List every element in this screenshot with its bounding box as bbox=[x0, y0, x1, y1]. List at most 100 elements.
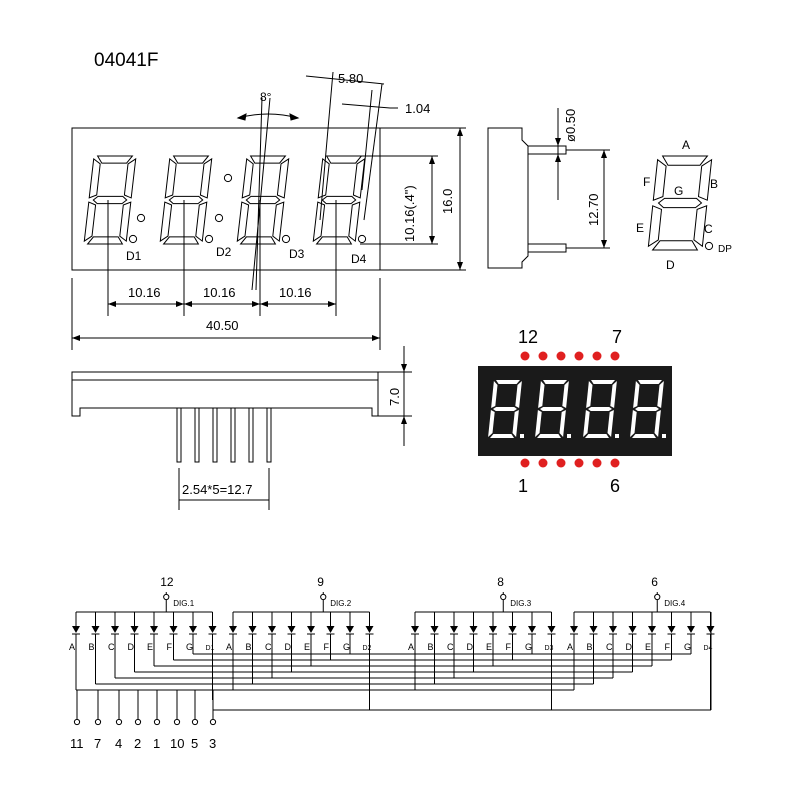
photo-bottom-pin-3 bbox=[556, 458, 566, 468]
segment-map-digit-seg-d bbox=[651, 240, 699, 251]
schematic-led-2-C bbox=[268, 626, 276, 633]
schematic-seg-label-4-A: A bbox=[567, 642, 573, 652]
schematic-seg-label-2-B: B bbox=[246, 642, 252, 652]
dp-ext bbox=[361, 89, 373, 191]
schematic-led-3-D bbox=[469, 626, 478, 633]
photo-digit-4-seg-c bbox=[654, 410, 661, 437]
schematic-pin-label-1: 1 bbox=[153, 736, 160, 751]
photo-digit-4-seg-d bbox=[632, 434, 656, 438]
photo-digit-3-seg-d bbox=[585, 434, 609, 438]
schematic-led-1-E bbox=[150, 626, 158, 633]
dim-slant-width: 5.80 bbox=[338, 71, 363, 86]
photo-top-pin-4 bbox=[574, 351, 584, 361]
schematic-seg-label-3-C: C bbox=[447, 642, 454, 652]
schematic-led-4-E bbox=[648, 626, 656, 633]
schematic-seg-label-1-D1: D1 bbox=[206, 645, 215, 652]
photo-bottom-pin-4 bbox=[574, 458, 584, 468]
photo-digit-4-seg-b bbox=[657, 381, 664, 408]
photo-pin-top-right: 7 bbox=[612, 327, 622, 347]
photo-digit-4-seg-e bbox=[630, 410, 637, 437]
front-digits bbox=[83, 155, 367, 245]
schematic-pin-2 bbox=[134, 718, 142, 726]
schematic-led-3-B bbox=[430, 626, 439, 633]
seg-label-dp: DP bbox=[718, 244, 732, 255]
front-view-arrows bbox=[72, 128, 463, 341]
slant-right-ext bbox=[363, 83, 383, 221]
photo-digit-3-seg-f bbox=[586, 381, 593, 408]
angle-arrow-right bbox=[289, 113, 300, 121]
schematic-seg-label-2-G: G bbox=[343, 642, 350, 652]
front-digit-1-seg-b bbox=[123, 157, 137, 199]
schematic-seg-label-4-D4: D4 bbox=[704, 645, 713, 652]
schematic-common-pin-label-1: 12 bbox=[160, 575, 174, 589]
schematic-led-4-B bbox=[589, 626, 598, 633]
seg-label-a: A bbox=[682, 138, 690, 152]
schematic-led-1-B bbox=[91, 626, 100, 633]
photo-digit-2-seg-d bbox=[537, 434, 561, 438]
bottom-view bbox=[71, 346, 412, 510]
schematic-seg-label-2-D2: D2 bbox=[363, 645, 372, 652]
schematic-seg-label-2-D: D bbox=[285, 642, 292, 652]
photo-digit-4 bbox=[630, 380, 666, 438]
front-colon-upper bbox=[223, 173, 233, 183]
photo-pin-bottom-left: 1 bbox=[518, 476, 528, 496]
photo-top-pin-1 bbox=[520, 351, 530, 361]
schematic-seg-label-3-D: D bbox=[467, 642, 474, 652]
slant-left-ext bbox=[319, 71, 334, 221]
side-view bbox=[487, 108, 610, 269]
photo-digit-4-seg-f bbox=[633, 381, 640, 408]
schematic-pin-label-7: 7 bbox=[94, 736, 101, 751]
schematic-seg-label-4-C: C bbox=[606, 642, 613, 652]
photo-digit-2-seg-g bbox=[540, 407, 564, 411]
bottom-pins bbox=[176, 407, 272, 463]
schematic-seg-label-1-G: G bbox=[186, 642, 193, 652]
front-digit-3-dp bbox=[281, 234, 291, 244]
schematic-led-4-A bbox=[570, 626, 578, 633]
schematic-led-3-F bbox=[508, 626, 517, 633]
schematic-pin-7 bbox=[94, 718, 102, 726]
front-digit-2-seg-e bbox=[159, 201, 173, 243]
segment-map-digit-seg-g bbox=[657, 197, 703, 209]
schematic-common-pin-label-2: 9 bbox=[317, 575, 324, 589]
front-digit-1-seg-d bbox=[86, 236, 124, 245]
photo-digit-1-seg-b bbox=[515, 381, 522, 408]
schematic-led-2-D2 bbox=[365, 626, 374, 633]
segment-map-digit-seg-b bbox=[697, 158, 713, 201]
front-digit-1-dp bbox=[128, 234, 138, 244]
side-view-arrows bbox=[555, 138, 607, 248]
front-digit-2 bbox=[159, 155, 214, 245]
front-digit-1-seg-a bbox=[96, 155, 134, 164]
schematic-seg-label-1-D: D bbox=[128, 642, 135, 652]
front-digit-2-dp bbox=[204, 234, 214, 244]
front-digit-4 bbox=[312, 155, 367, 245]
photo-digit-4-dp bbox=[662, 434, 666, 438]
schematic-seg-label-4-G: G bbox=[684, 642, 691, 652]
schematic-seg-label-1-E: E bbox=[147, 642, 153, 652]
schematic-led-4-D bbox=[628, 626, 637, 633]
front-digit-1-seg-e bbox=[83, 201, 97, 243]
dim-slant-line bbox=[305, 75, 385, 85]
photo-digit-3-seg-b bbox=[610, 381, 617, 408]
photo-digit-1-seg-g bbox=[493, 407, 517, 411]
schematic-led-4-F bbox=[667, 626, 676, 633]
front-digit-3 bbox=[236, 155, 291, 245]
photo-digit-2 bbox=[535, 380, 571, 438]
front-digit-2-seg-g bbox=[168, 195, 204, 205]
photo-digit-2-dp bbox=[567, 434, 571, 438]
front-digit-3-seg-e bbox=[236, 201, 250, 243]
segment-map-digit-seg-f bbox=[652, 158, 667, 201]
photo-digit-1-seg-c bbox=[512, 410, 519, 437]
front-digit-1-seg-g bbox=[92, 195, 128, 205]
photo-digit-1-seg-d bbox=[490, 434, 514, 438]
schematic-led-1-F bbox=[169, 626, 178, 633]
photo-bottom-pin-1 bbox=[520, 458, 530, 468]
schematic-seg-label-1-A: A bbox=[69, 642, 75, 652]
front-view-outline bbox=[71, 127, 381, 271]
schematic-led-3-C bbox=[450, 626, 458, 633]
segment-map bbox=[647, 155, 714, 251]
digit-label-d2: D2 bbox=[216, 245, 232, 259]
schematic-pin-label-5: 5 bbox=[191, 736, 198, 751]
schematic-led-2-G bbox=[346, 626, 354, 633]
